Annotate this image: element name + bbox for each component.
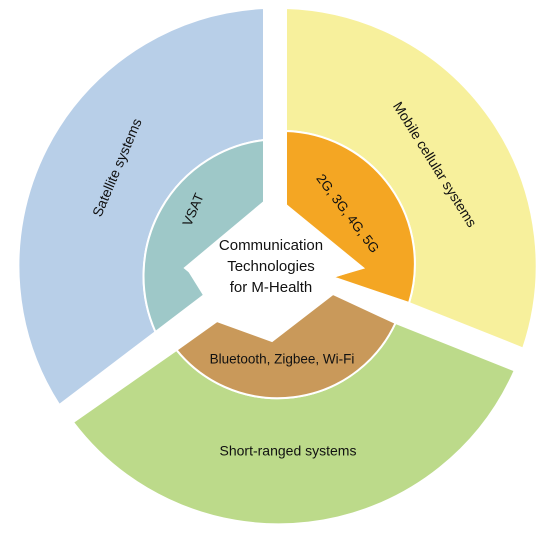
short-ranged-systems-label: Short-ranged systems <box>220 443 357 459</box>
center-title-line-1: Communication <box>219 237 323 254</box>
segment-short-ranged: Short-ranged systems Bluetooth, Zigbee, … <box>71 292 517 526</box>
segment-mobile: Mobile cellular systems 2G, 3G, 4G, 5G <box>285 6 538 350</box>
wireless-protocols-label: Bluetooth, Zigbee, Wi-Fi <box>210 352 355 367</box>
wireless-protocols-inner-ring <box>175 292 397 400</box>
vsat-inner-ring <box>142 138 265 334</box>
segment-satellite: Satellite systems VSAT <box>17 6 265 407</box>
center-star-shape <box>186 205 364 341</box>
center-title-line-2: Technologies <box>227 258 315 275</box>
cellular-generations-inner-ring <box>285 129 416 305</box>
center-hub: Communication Technologies for M-Health <box>186 205 364 341</box>
center-title-line-3: for M-Health <box>230 279 313 296</box>
